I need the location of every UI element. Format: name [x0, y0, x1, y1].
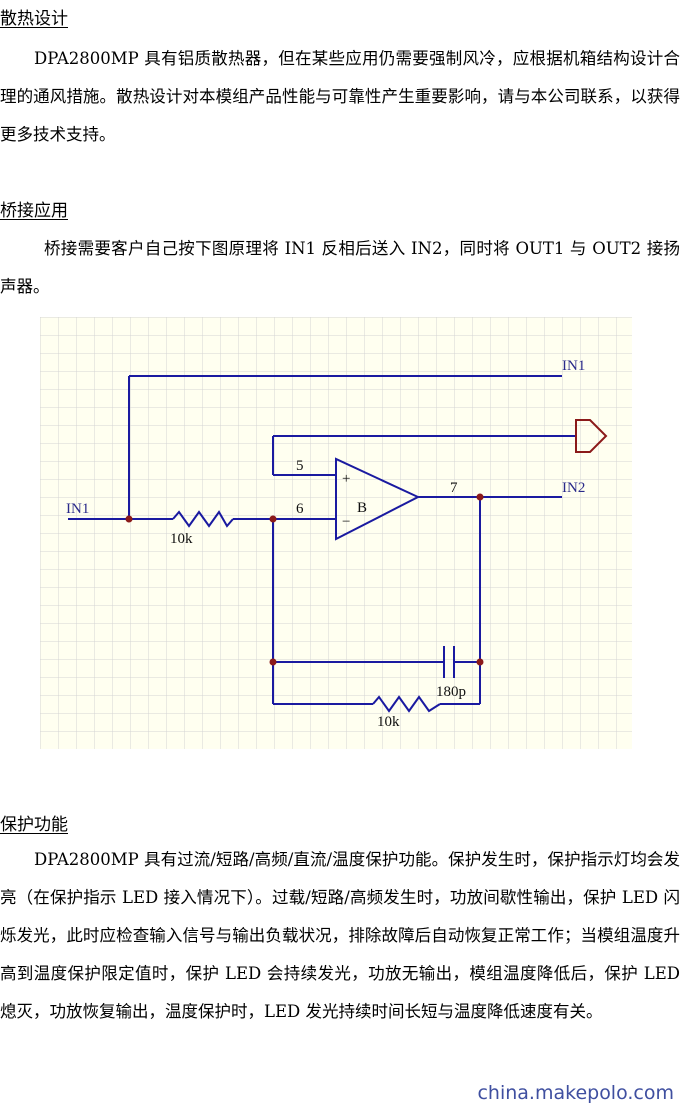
pin-7-label: 7 — [450, 480, 458, 496]
watermark: china.makepolo.com — [477, 1082, 674, 1104]
net-label-in1-right: IN1 — [562, 358, 585, 374]
opamp-plus-sign: + — [342, 471, 350, 487]
paragraph-bridge: 桥接需要客户自己按下图原理将 IN1 反相后送入 IN2，同时将 OUT1 与 … — [0, 239, 680, 296]
out1-port-symbol — [575, 419, 608, 453]
opamp-name: B — [357, 500, 367, 516]
paragraph-cooling: DPA2800MP 具有铝质散热器，但在某些应用仍需要强制风冷，应根据机箱结构设… — [0, 49, 680, 144]
resistor-input-symbol — [172, 510, 234, 528]
net-label-in2: IN2 — [562, 480, 585, 496]
section-heading-bridge: 桥接应用 — [0, 201, 68, 221]
resistor-feedback-symbol — [372, 695, 441, 713]
opamp-minus-sign: − — [342, 514, 350, 530]
section-heading-protection: 保护功能 — [0, 815, 68, 835]
resistor-feedback-label: 10k — [377, 714, 400, 730]
wires — [68, 375, 576, 705]
capacitor-symbol — [443, 646, 455, 678]
capacitor-label: 180p — [436, 684, 466, 700]
bridge-schematic: IN1 IN1 IN2 10k 10k 180p B + − 5 6 7 — [40, 317, 632, 749]
resistor-input-label: 10k — [170, 531, 193, 547]
pin-6-label: 6 — [296, 501, 304, 517]
net-label-in1-left: IN1 — [66, 501, 89, 517]
section-heading-cooling: 散热设计 — [0, 9, 68, 29]
paragraph-protection: DPA2800MP 具有过流/短路/高频/直流/温度保护功能。保护发生时，保护指… — [0, 850, 680, 1021]
pin-5-label: 5 — [296, 458, 304, 474]
opamp-symbol — [335, 457, 421, 541]
junctions — [125, 493, 484, 666]
